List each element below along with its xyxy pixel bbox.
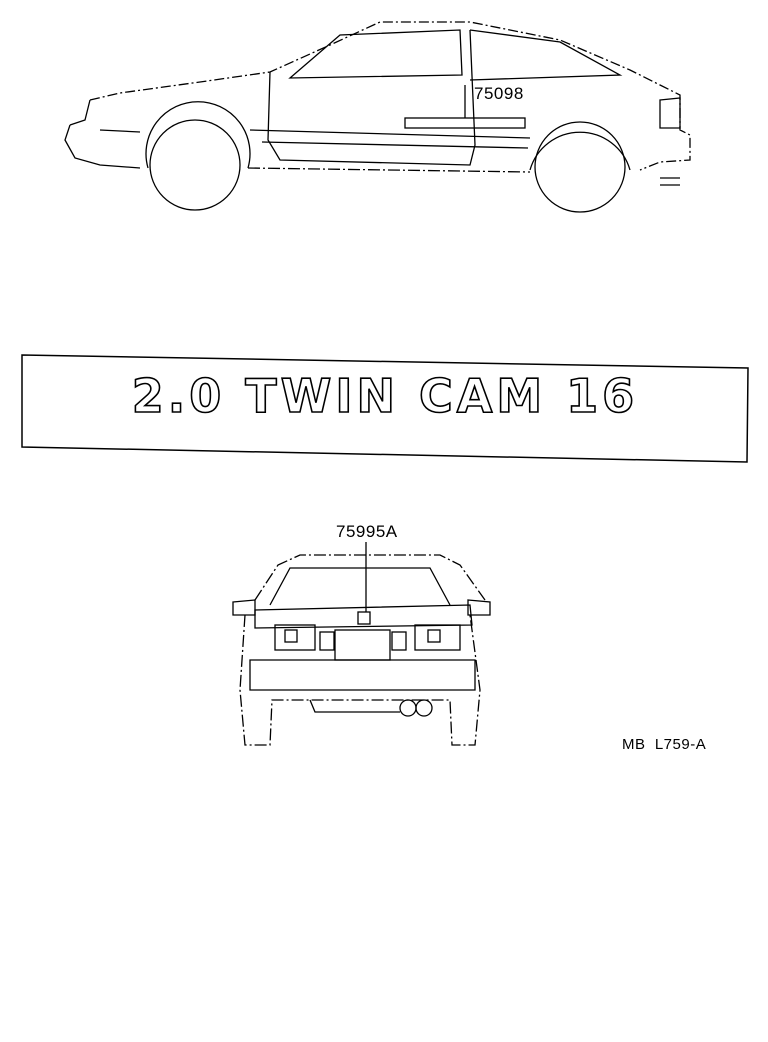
rear-part-number: 75995A — [336, 522, 398, 541]
side-part-number: 75098 — [474, 84, 524, 103]
car-side-view — [64, 21, 691, 213]
emblem-text: 2.0 TWIN CAM 16 — [132, 369, 638, 423]
car-rear-view — [232, 542, 491, 746]
emblem-plate — [21, 354, 749, 463]
diagram-code: MB L759-A — [622, 736, 707, 753]
